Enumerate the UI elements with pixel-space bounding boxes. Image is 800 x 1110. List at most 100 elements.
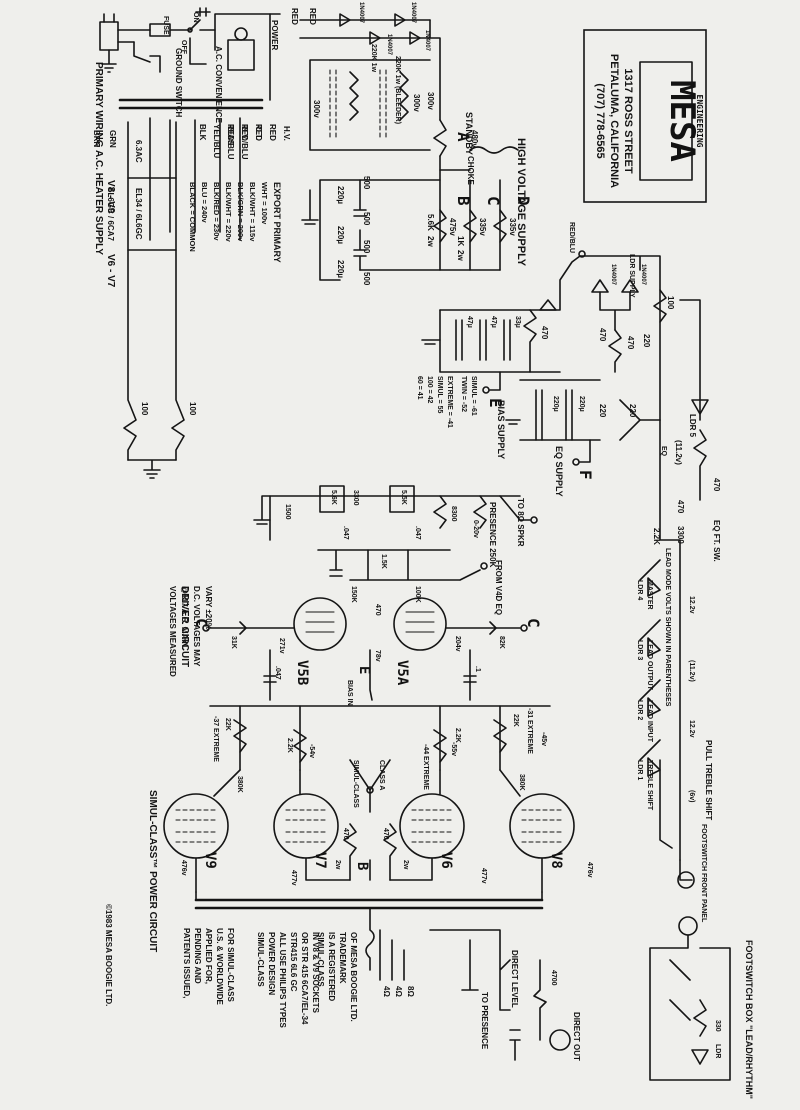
power-bus <box>214 13 281 51</box>
company-street: 1317 ROSS STREET <box>622 68 634 173</box>
footswitch-box-jack <box>678 916 698 936</box>
switch-wire <box>189 37 207 65</box>
power-transformer-section: RED RED RED/BLU RED/BLU YEL/BLU BLK H.V.… <box>118 98 291 263</box>
patent-note-4: FOR SIMUL-CLASS <box>226 928 235 1002</box>
bias-res-2: 220 <box>598 404 607 418</box>
driver-bias-in <box>369 649 373 701</box>
heater-ground <box>127 459 177 479</box>
eq-diode-1: 1N4007 <box>640 264 646 286</box>
hv-cap-a <box>353 179 367 217</box>
direct-out-jack <box>549 1029 571 1051</box>
output-section: 4Ω 4Ω 8Ω TO PRESENCE DIRECT LEVEL DIRECT… <box>365 907 721 1061</box>
simul-label: SIMUL-CLASS <box>352 760 359 808</box>
driver-volt-0: 271v <box>278 638 285 654</box>
eq-out <box>579 439 591 463</box>
eq-ldr-supply: LDR SUPPLY <box>628 254 635 298</box>
choke-symbol <box>469 146 519 154</box>
power-plate-leads <box>195 857 543 893</box>
eq-cap-0: 220µ <box>552 396 559 412</box>
driver-node-c-left-terminal <box>202 624 210 632</box>
choke-feed <box>439 155 471 171</box>
fuse-label: FUSE <box>162 16 169 35</box>
desc-note-3: STR415 6L6 GC <box>289 932 298 992</box>
hv-res-2: 2w <box>426 236 435 247</box>
hv-rectifier-diodes <box>339 13 421 45</box>
ldr2-label: LDR 2 <box>636 700 643 720</box>
heater-volts: 6.3AC <box>134 140 143 163</box>
ldr-footswitch-line <box>659 759 673 849</box>
fuse-symbol <box>149 23 171 37</box>
heater-r2: 100 <box>188 402 197 416</box>
driver-res-0: 31K <box>230 636 237 649</box>
output-transformer-core <box>194 898 544 910</box>
power-res-v8 <box>493 719 507 753</box>
to-presence-line <box>461 939 479 991</box>
power-res-0: 22K <box>224 718 231 731</box>
power-bias-0: -37 EXTREME <box>212 716 219 762</box>
bias-cap-2: 33µ <box>514 316 521 328</box>
eq-res-2: 100 <box>666 296 675 310</box>
hv-red-lead-0: RED <box>308 8 317 25</box>
standby-label: STANDBY <box>464 112 474 155</box>
bias-frame <box>439 309 561 373</box>
output-primary <box>195 891 543 901</box>
driver-tube-elements <box>305 611 435 633</box>
eq-res-1: 220 <box>642 334 651 348</box>
ldr1-label: LDR 1 <box>636 760 643 780</box>
desc-note-4: OR STR 415 6CA7/EL-34 <box>300 932 309 1025</box>
primary-line-3: BLK/WHT = 220v <box>224 182 233 243</box>
hv-ground <box>301 189 319 225</box>
choke-label: CHOKE <box>466 156 475 186</box>
driver-mid-bus <box>349 549 481 581</box>
hv-cap-0: 220µ <box>336 186 345 204</box>
hv-red-lead-1: RED <box>290 8 299 25</box>
tap-ct: C.T. <box>254 126 263 140</box>
ldr-main-line <box>659 419 681 861</box>
primary-line-2: BLK/GRN = 200v <box>236 182 245 242</box>
logo-sub-text: ENGINEERING <box>695 95 704 148</box>
output-ldr: LDR <box>714 1044 721 1058</box>
company-city: PETALUMA, CALIFORNIA <box>608 54 620 188</box>
hv-diode-0: 1N4007 <box>358 2 364 24</box>
hv-diode-1: 1N4007 <box>386 34 392 56</box>
voltages-note-0: VOLTAGES MEASURED <box>168 586 177 677</box>
power-bias-2: -45v <box>540 732 547 746</box>
tube-v5b <box>293 597 347 651</box>
logo-box <box>583 29 707 203</box>
power-circuit-label: SIMUL-CLASS™ POWER CIRCUIT <box>147 790 158 952</box>
tube-v5a <box>393 597 447 651</box>
standby-switch <box>433 119 447 157</box>
hv-diode-3: 1N4007 <box>424 30 430 52</box>
hv-cap-value-0: 300v <box>426 92 435 110</box>
ldr4-label: LDR 4 <box>636 580 643 600</box>
ldr5-function: EQ <box>660 446 667 457</box>
driver-cap-bus <box>317 549 451 577</box>
ldr-res-1: 470 <box>676 500 685 514</box>
bias-cap-0: 47µ <box>466 316 473 328</box>
power-res-5: 380K <box>518 774 525 791</box>
driver-res-3: 100K <box>414 586 421 603</box>
from-eq-label: FROM V4D EQ <box>494 560 503 615</box>
power-plate-1: 477v <box>290 870 297 886</box>
direct-out-label: DIRECT OUT <box>572 1012 581 1061</box>
lead-4: YEL/BLU <box>212 124 221 158</box>
bleeder-resistor-2 <box>399 71 409 121</box>
copyright-note: ©1983 MESA BOOGIE LTD. <box>104 904 113 1006</box>
hv-res-3: 2w <box>456 250 465 261</box>
tm-note-2: TRADEMARK <box>338 932 347 984</box>
hv-cap-5: 500 <box>362 240 371 254</box>
power-res-7: 470 <box>382 828 389 840</box>
bias-node-terminal <box>482 386 490 394</box>
driver-volt-2: 78v <box>374 650 381 662</box>
bias-res-1: 470 <box>598 328 607 342</box>
driver-res-7: 5.6K <box>330 490 337 505</box>
heater-tube-b-type: 6L6GC / 6CA7 <box>106 188 115 241</box>
tube-v6-label: V6 <box>438 852 454 869</box>
ldr4-volts: 12.2v <box>688 596 695 614</box>
hv-res-bc <box>463 209 477 243</box>
ground-switch-symbol <box>133 41 161 73</box>
lead-2: RED/BLU <box>240 124 249 160</box>
footswitch-box-section: FOOTSWITCH BOX "LEAD/RHYTHM" <box>649 916 754 1099</box>
v6-elements <box>411 809 453 843</box>
company-logo-block: MESA ENGINEERING 1317 ROSS STREET PETALU… <box>583 29 707 203</box>
